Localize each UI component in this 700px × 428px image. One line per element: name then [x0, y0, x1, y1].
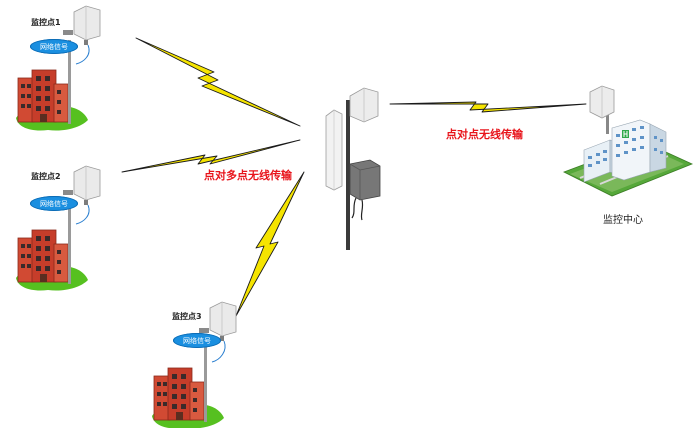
wireless-link-1: [135, 37, 301, 127]
monitoring-center-label: 监控中心: [603, 215, 643, 226]
wireless-link-center: [389, 101, 587, 113]
base-station: [325, 87, 381, 250]
antenna-pole-icon: [204, 338, 207, 422]
site-3-label: 监控点3: [172, 312, 202, 321]
monitoring-site-2: [15, 165, 101, 292]
site-1-signal-badge: 网络信号: [30, 39, 78, 54]
equipment-box-icon: [349, 159, 381, 201]
monitoring-site-3: [151, 301, 237, 428]
monitoring-site-1: [15, 5, 101, 132]
site-3-signal-badge: 网络信号: [173, 333, 221, 348]
antenna-pole-icon: [68, 200, 71, 284]
antenna-icon: [73, 165, 101, 206]
monitoring-center: [563, 85, 694, 197]
point-to-point-label: 点对点无线传输: [446, 128, 523, 141]
wireless-link-3: [235, 171, 305, 317]
point-to-multipoint-label: 点对多点无线传输: [204, 169, 292, 182]
site-2-label: 监控点2: [31, 172, 61, 181]
antenna-pole-icon: [68, 40, 71, 124]
antenna-pole-icon: [606, 112, 609, 134]
wireless-link-2: [121, 139, 301, 173]
antenna-icon: [73, 5, 101, 46]
site-2-signal-badge: 网络信号: [30, 196, 78, 211]
mast-icon: [346, 100, 350, 250]
site-1-label: 监控点1: [31, 18, 61, 27]
